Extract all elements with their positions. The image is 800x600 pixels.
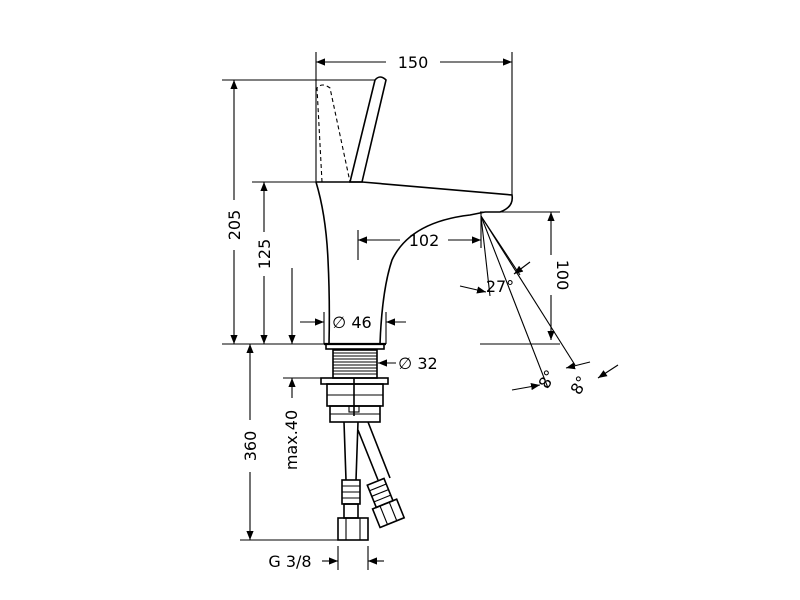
dim-hole-diameter: ∅ 32 — [398, 354, 437, 373]
dimension-labels: 150 205 125 102 100 27° ∅ 46 ∅ 32 8° 8° … — [225, 53, 592, 571]
dim-spray-angle: 27° — [486, 277, 514, 296]
dim-spout-drop: 100 — [553, 260, 572, 291]
dim-base-diameter: ∅ 46 — [332, 313, 371, 332]
dim-height-total: 205 — [225, 210, 244, 241]
spout-underside — [379, 211, 486, 345]
dim-height-spout: 125 — [255, 239, 274, 270]
dim-depth: 360 — [241, 431, 260, 462]
lever-alt-position — [316, 84, 351, 183]
dim-width-top: 150 — [398, 53, 429, 72]
supply-hose-right — [357, 421, 391, 481]
hex-nut-left — [337, 517, 369, 541]
spout-top — [316, 181, 514, 213]
supply-hose-left — [343, 421, 359, 481]
dim-reach: 102 — [409, 231, 440, 250]
mounting-assembly — [320, 343, 406, 541]
faucet-body — [315, 76, 514, 346]
dim-tilt-b: 8° — [566, 373, 592, 398]
dim-thread: G 3/8 — [268, 552, 311, 571]
lever-handle — [348, 76, 387, 183]
dim-thickness-max: max.40 — [282, 410, 301, 470]
dimension-lines — [222, 52, 619, 570]
body-front — [315, 181, 331, 345]
dim-tilt-a: 8° — [534, 367, 560, 392]
